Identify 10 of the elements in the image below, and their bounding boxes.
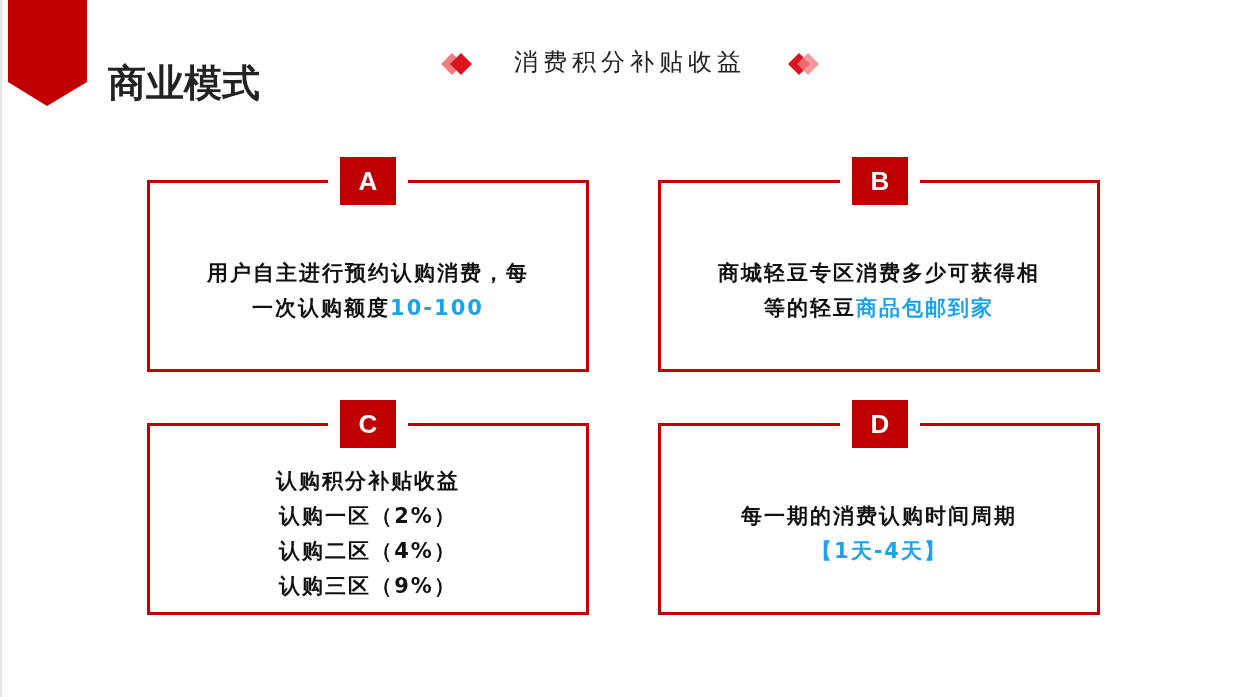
body-text: 认购三区（9%） xyxy=(279,573,457,600)
slide-title: 商业模式 xyxy=(108,60,260,107)
body-text: 认购二区（4%） xyxy=(279,538,457,565)
body-text: 用户自主进行预约认购消费，每一次认购额度10-100 xyxy=(206,260,530,322)
body-text: 认购积分补贴收益 xyxy=(276,468,460,495)
body-text: 商城轻豆专区消费多少可获得相等的轻豆商品包邮到家 xyxy=(717,260,1041,322)
body-text: 每一期的消费认购时间周期 xyxy=(741,503,1017,530)
subtitle: 消费积分补贴收益 xyxy=(514,47,746,78)
body-text: 【1天-4天】 xyxy=(811,538,947,565)
body-text: 认购一区（2%） xyxy=(279,503,457,530)
